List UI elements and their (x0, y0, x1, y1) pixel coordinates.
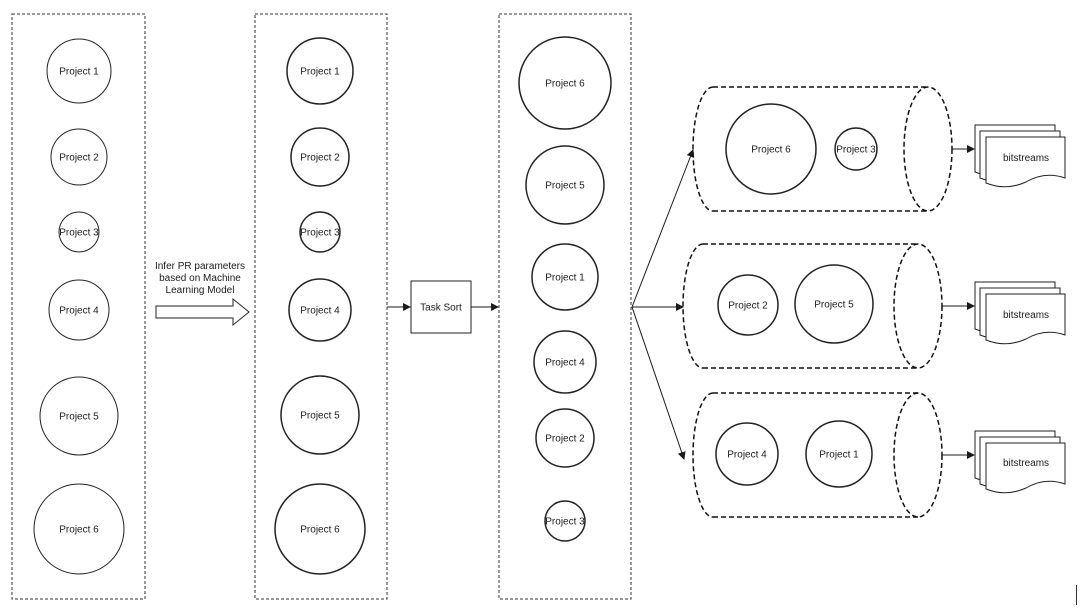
inferred-project-5: Project 5 (280, 375, 360, 455)
edge-divider (1076, 585, 1077, 605)
input-project-4: Project 4 (48, 279, 110, 341)
region-1-project-3: Project 3 (834, 127, 878, 171)
bitstreams-label: bitstreams (1003, 458, 1049, 469)
region-3-project-4: Project 4 (715, 422, 779, 486)
inferred-project-2: Project 2 (290, 127, 350, 187)
fan-arrow-bottom (631, 306, 686, 460)
region-2-project-2: Project 2 (717, 274, 779, 336)
project-label: Project 4 (59, 306, 99, 317)
project-label: Project 3 (59, 228, 99, 239)
project-label: Project 5 (59, 412, 99, 423)
inferred-project-6: Project 6 (274, 483, 366, 575)
project-label: Project 4 (545, 358, 585, 369)
inferred-column-box (254, 13, 388, 600)
inferred-project-1: Project 1 (286, 37, 354, 105)
sorted-column-box (498, 13, 632, 600)
sorted-project-1: Project 1 (531, 243, 599, 311)
input-project-3: Project 3 (58, 211, 100, 253)
project-label: Project 6 (751, 145, 791, 156)
project-label: Project 2 (545, 434, 585, 445)
project-label: Project 6 (300, 525, 340, 536)
project-label: Project 3 (545, 517, 585, 528)
project-label: Project 2 (728, 301, 768, 312)
bitstreams-document-2: bitstreams (974, 281, 1066, 345)
infer-hollow-arrow (155, 297, 250, 327)
input-project-2: Project 2 (50, 128, 108, 186)
input-column-box (11, 13, 146, 600)
project-label: Project 5 (814, 300, 854, 311)
sorted-project-4: Project 4 (533, 330, 597, 394)
project-label: Project 1 (819, 450, 859, 461)
bitstreams-document-1: bitstreams (974, 124, 1066, 188)
project-label: Project 1 (545, 273, 585, 284)
project-label: Project 2 (300, 153, 340, 164)
sorted-project-2: Project 2 (535, 408, 595, 468)
inferred-project-4: Project 4 (288, 278, 352, 342)
sorted-project-5: Project 5 (525, 145, 605, 225)
input-project-6: Project 6 (33, 483, 125, 575)
input-project-5: Project 5 (39, 376, 119, 456)
project-label: Project 3 (836, 145, 876, 156)
project-label: Project 4 (300, 306, 340, 317)
bitstreams-label: bitstreams (1003, 153, 1049, 164)
svg-text:Infer PR parameters: Infer PR parameters (155, 261, 245, 272)
inferred-project-3: Project 3 (299, 211, 341, 253)
region-2-project-5: Project 5 (794, 264, 874, 344)
svg-text:based on Machine: based on Machine (159, 273, 241, 284)
sorted-project-6: Project 6 (518, 36, 612, 130)
project-label: Project 1 (300, 67, 340, 78)
project-label: Project 2 (59, 153, 99, 164)
task-sort-box: Task Sort (410, 280, 472, 334)
bitstreams-document-3: bitstreams (974, 430, 1066, 494)
project-label: Project 3 (300, 228, 340, 239)
fan-arrow-top (631, 149, 695, 308)
task-sort-label: Task Sort (420, 303, 462, 314)
project-label: Project 4 (727, 450, 767, 461)
sorted-project-3: Project 3 (544, 500, 586, 542)
svg-text:Learning Model: Learning Model (166, 285, 235, 296)
region-3-project-1: Project 1 (805, 420, 873, 488)
infer-label: Infer PR parameters based on Machine Lea… (155, 261, 245, 296)
project-label: Project 5 (545, 181, 585, 192)
input-project-1: Project 1 (46, 38, 112, 104)
region-1-project-6: Project 6 (725, 103, 817, 195)
project-label: Project 1 (59, 67, 99, 78)
project-label: Project 6 (59, 525, 99, 536)
bitstreams-label: bitstreams (1003, 310, 1049, 321)
project-label: Project 6 (545, 79, 585, 90)
project-label: Project 5 (300, 411, 340, 422)
